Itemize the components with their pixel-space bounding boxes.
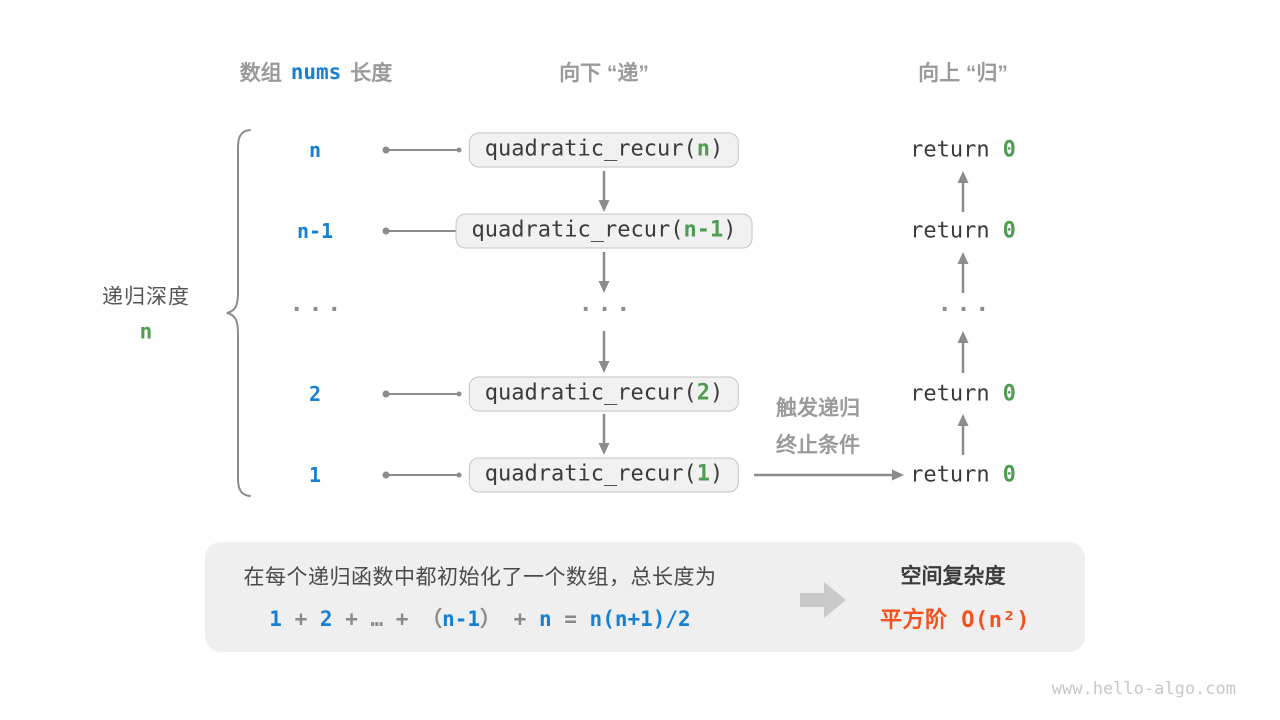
connector-line <box>382 227 462 235</box>
formula-part: （ <box>421 607 443 631</box>
up-arrow-icon <box>957 414 969 455</box>
formula-part: n <box>538 607 552 631</box>
return-statement-n: return 0 <box>910 138 1016 163</box>
down-arrow-icon <box>598 414 610 455</box>
length-label: 长度 <box>350 62 393 85</box>
space-complexity-title: 空间复杂度 <box>900 565 1006 588</box>
down-arrow-icon <box>598 331 610 373</box>
length-label-1: 1 <box>308 463 322 487</box>
array-label: 数组 <box>239 62 282 85</box>
length-label-n: n <box>308 138 322 162</box>
call-box-n-1: quadratic_recur(n-1) <box>455 213 753 249</box>
formula-part: + <box>332 607 371 631</box>
ellipsis-left: ··· <box>289 297 347 323</box>
call-prefix: quadratic_recur( <box>471 217 684 243</box>
return-statement-n-1: return 0 <box>910 219 1016 244</box>
call-suffix: ) <box>709 136 724 162</box>
formula-part: 1 <box>269 607 282 631</box>
call-arg: 2 <box>696 380 710 406</box>
column-header-downward-recurse: 向下 “递” <box>559 62 649 85</box>
up-arrow-icon <box>957 171 969 212</box>
ellipsis-right: ··· <box>937 297 995 323</box>
return-keyword: return <box>910 137 990 163</box>
call-suffix: ) <box>723 217 737 243</box>
connector-line <box>382 390 462 398</box>
return-value: 0 <box>1002 381 1016 407</box>
formula-part: = <box>551 607 590 631</box>
return-statement-1: return 0 <box>910 463 1016 488</box>
nums-code-label: nums <box>290 60 342 84</box>
connector-line <box>382 146 462 154</box>
column-header-upward-return: 向上 “归” <box>918 62 1008 85</box>
column-header-array-length: 数组 nums 长度 <box>240 57 393 87</box>
call-arg: n-1 <box>683 217 724 243</box>
down-arrow-icon <box>598 171 610 212</box>
call-prefix: quadratic_recur( <box>484 136 697 162</box>
call-box-n: quadratic_recur(n) <box>468 132 740 168</box>
right-arrow-icon <box>754 469 904 481</box>
return-keyword: return <box>910 381 990 407</box>
up-arrow-icon <box>957 252 969 293</box>
call-arg: n <box>696 136 710 162</box>
total-length-formula: 1 + 2 + … + （n-1） + n = n(n+1)/2 <box>269 603 690 633</box>
recursion-depth-value: n <box>139 319 153 344</box>
recursion-depth-label: 递归深度 n <box>102 281 190 344</box>
up-arrow-icon <box>957 331 969 373</box>
trigger-line2: 终止条件 <box>776 434 860 457</box>
down-arrow-icon <box>598 252 610 293</box>
space-complexity-value: 平方阶 O(n²) <box>880 608 1030 633</box>
return-value: 0 <box>1002 137 1016 163</box>
watermark: www.hello-algo.com <box>1051 679 1236 699</box>
formula-part: 2 <box>319 607 333 631</box>
return-keyword: return <box>910 462 990 488</box>
return-keyword: return <box>910 218 990 244</box>
return-statement-2: return 0 <box>910 382 1016 407</box>
call-prefix: quadratic_recur( <box>484 461 697 487</box>
recursion-depth-text: 递归深度 <box>102 285 190 309</box>
formula-part: … <box>370 607 384 631</box>
trigger-line1: 触发递归 <box>776 397 860 420</box>
length-label-n-1: n-1 <box>296 219 334 243</box>
formula-part: + <box>383 607 422 631</box>
call-arg: 1 <box>696 461 710 487</box>
formula-part: n(n+1)/2 <box>589 607 691 631</box>
summary-text: 在每个递归函数中都初始化了一个数组，总长度为 <box>243 566 717 589</box>
call-box-2: quadratic_recur(2) <box>468 376 740 412</box>
call-suffix: ) <box>709 461 724 487</box>
block-arrow-icon <box>800 582 846 618</box>
connector-line <box>382 471 462 479</box>
trigger-termination-label: 触发递归 终止条件 <box>776 390 860 464</box>
formula-part: + <box>281 607 320 631</box>
call-prefix: quadratic_recur( <box>484 380 697 406</box>
return-value: 0 <box>1002 462 1016 488</box>
summary-panel <box>205 542 1085 652</box>
ellipsis-middle: ··· <box>578 297 636 323</box>
formula-part: + <box>501 607 539 631</box>
call-suffix: ) <box>709 380 724 406</box>
return-value: 0 <box>1002 218 1016 244</box>
call-box-1: quadratic_recur(1) <box>468 457 740 493</box>
brace-icon <box>226 129 251 497</box>
length-label-2: 2 <box>308 382 322 406</box>
formula-part: ） <box>480 607 502 631</box>
formula-part: n-1 <box>442 607 481 631</box>
